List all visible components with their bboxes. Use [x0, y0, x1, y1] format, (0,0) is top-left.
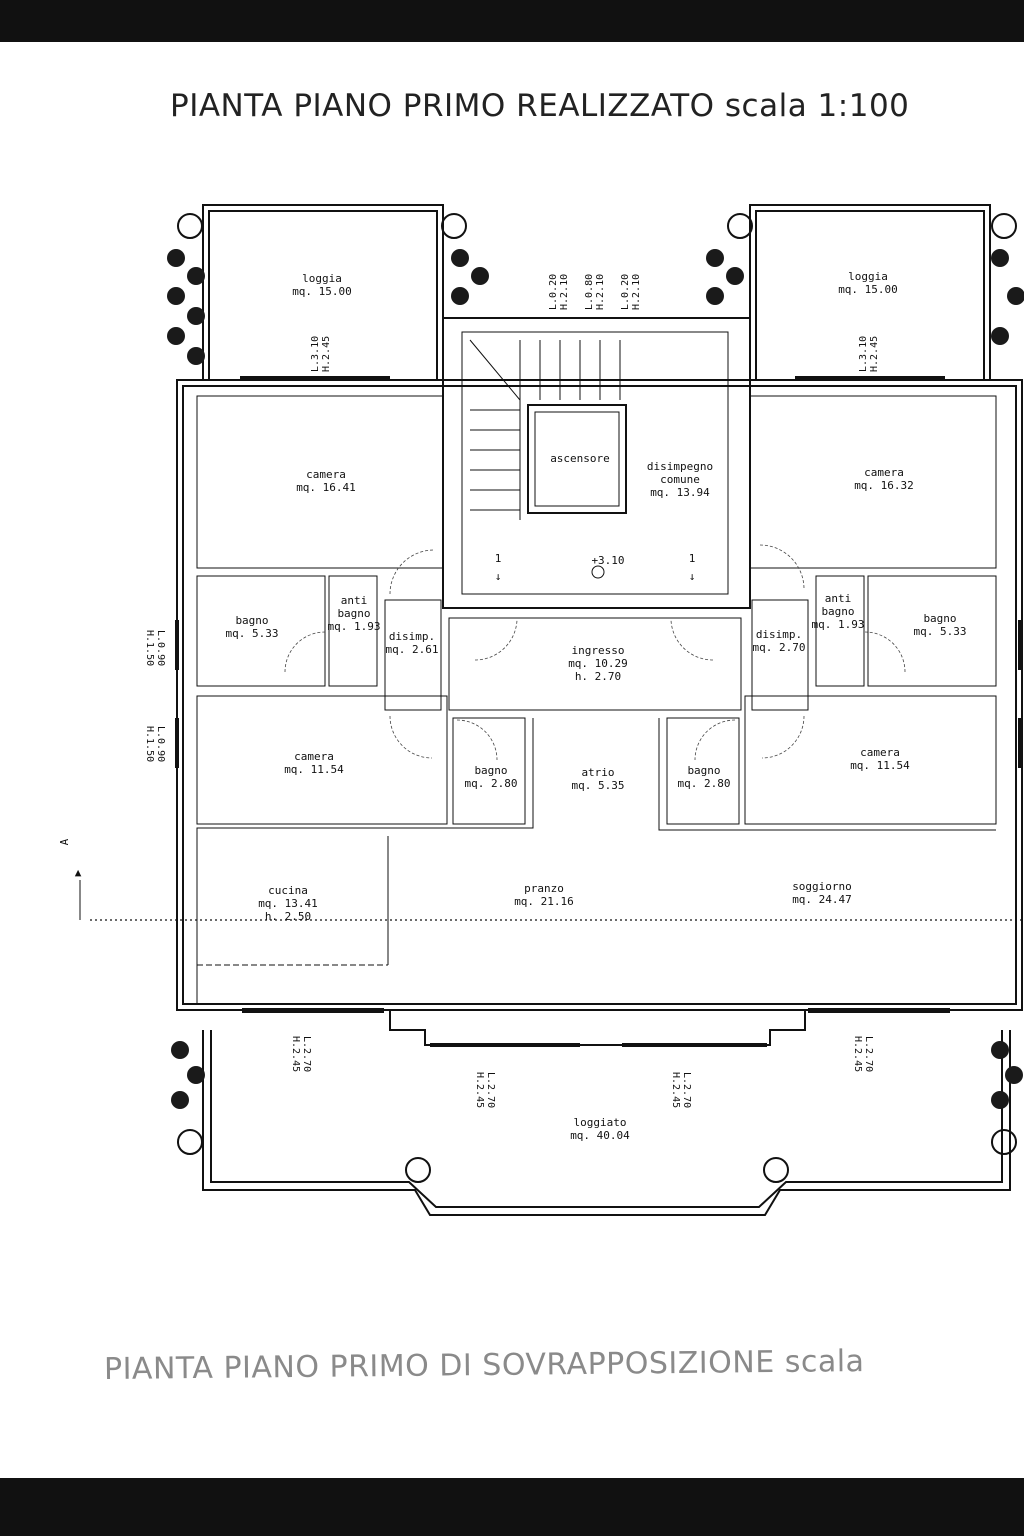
dim-top-3: L.0.20H.2.10 [620, 274, 642, 310]
room-disimp-right: disimp.mq. 2.70 [753, 628, 806, 654]
dim-loggia-window-right: L.3.10H.2.45 [858, 336, 880, 372]
dim-top-2: L.0.80H.2.10 [584, 274, 606, 310]
dim-top-1: L.0.20H.2.10 [548, 274, 570, 310]
dim-south-2: L.2.70H.2.45 [474, 1072, 496, 1108]
dim-loggia-window-left: L.3.10H.2.45 [310, 336, 332, 372]
windows [175, 376, 1022, 1047]
dim-south-4: L.2.70H.2.45 [852, 1036, 874, 1072]
planters [167, 249, 1024, 1109]
scan-top-border [0, 0, 1024, 42]
dim-left-window-1: L.0.90H.1.50 [144, 630, 166, 666]
plan-title: PIANTA PIANO PRIMO REALIZZATO scala 1:10… [170, 88, 910, 124]
section-marker-arrow: ▲ [75, 866, 82, 879]
level-marker-icon [591, 565, 605, 579]
room-disimp-left: disimp.mq. 2.61 [386, 630, 439, 656]
section-marker: A [58, 838, 71, 845]
scan-bottom-border [0, 1478, 1024, 1536]
dimension-labels: L.0.20H.2.10 L.0.80H.2.10 L.0.20H.2.10 L… [144, 274, 880, 1108]
stair-arrow-left: 1 [495, 552, 502, 565]
columns [177, 213, 1017, 1183]
door-swings [284, 544, 906, 761]
arrow-down-icon: ↓ [689, 570, 696, 583]
staircase [469, 339, 621, 520]
arrow-down-icon: ↓ [495, 570, 502, 583]
dim-south-1: L.2.70H.2.45 [290, 1036, 312, 1072]
dim-south-3: L.2.70H.2.45 [670, 1072, 692, 1108]
interior-walls [196, 339, 997, 1005]
level-marker: +3.10 [591, 554, 624, 567]
room-ascensore: ascensore [550, 452, 610, 465]
stair-arrow-right: 1 [689, 552, 696, 565]
dim-left-window-2: L.0.90H.1.50 [144, 726, 166, 762]
